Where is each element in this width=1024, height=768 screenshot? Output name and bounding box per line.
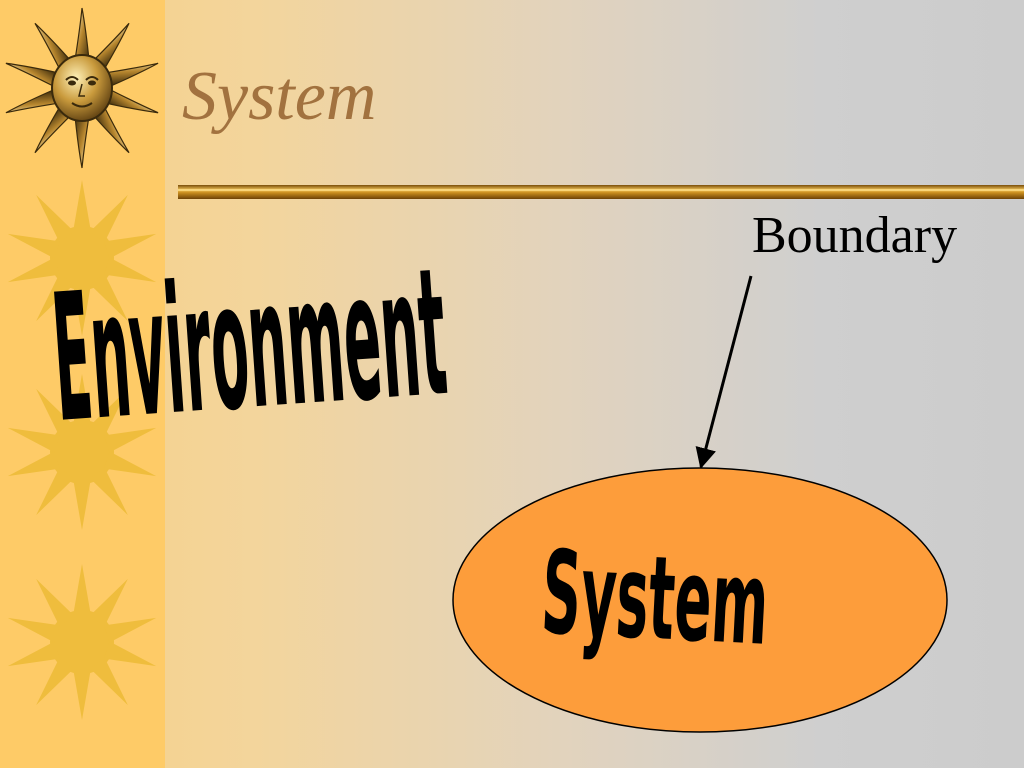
slide-title: System [182, 58, 377, 135]
sidebar-decoration [0, 0, 165, 768]
sun-face-icon [5, 7, 159, 169]
system-ellipse [452, 467, 948, 733]
system-label: System [539, 526, 772, 672]
sun-icon [7, 374, 157, 530]
boundary-arrow [695, 275, 753, 470]
environment-label: Environment [47, 230, 453, 462]
sun-icon [7, 564, 157, 720]
boundary-label: Boundary [752, 207, 958, 264]
sun-icon [7, 180, 157, 336]
title-rule [178, 185, 1024, 199]
